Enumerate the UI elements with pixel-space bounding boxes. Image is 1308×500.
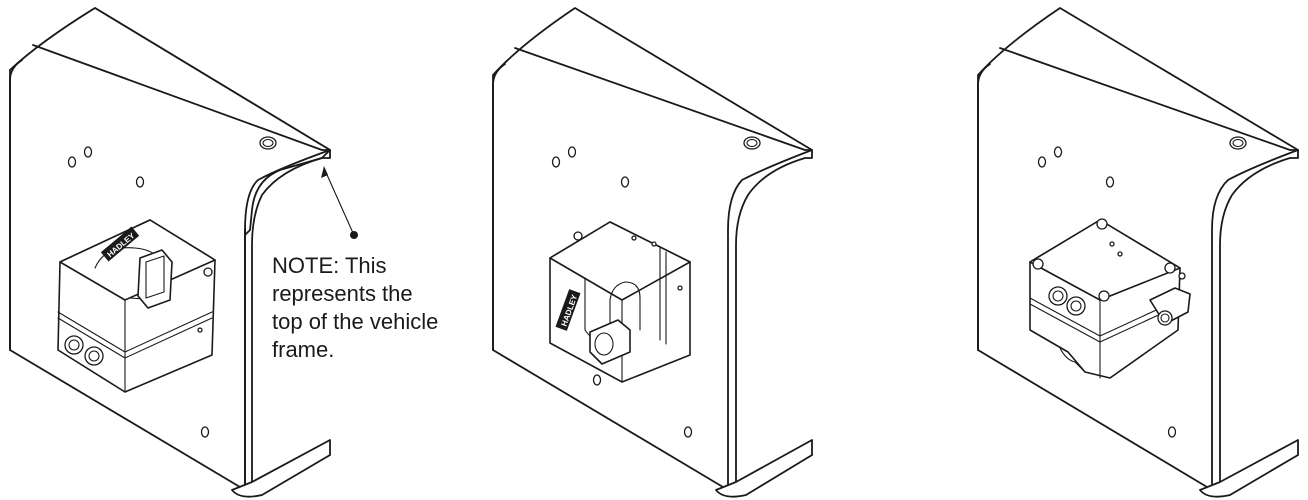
bracket-2-mount-hole — [551, 156, 561, 168]
frame-top-note: NOTE: This represents the top of the veh… — [272, 252, 512, 364]
bracket-1-top-edge — [32, 44, 323, 151]
note-line: frame. — [272, 337, 335, 362]
bracket-3-mount-hole — [1105, 176, 1115, 188]
module-1-port — [84, 346, 104, 366]
module-1: HADLEY — [57, 219, 216, 393]
bracket-1-mount-hole — [83, 146, 93, 158]
bracket-3 — [977, 7, 1299, 498]
module-1-port — [64, 335, 84, 355]
bracket-2-mount-hole — [592, 374, 602, 386]
bracket-2-mount-hole — [683, 426, 693, 438]
bracket-2-bottom-flange — [715, 439, 813, 498]
note-leader-arrow — [321, 166, 358, 239]
module-2: HADLEY — [549, 221, 691, 383]
module-3-port — [1066, 296, 1086, 316]
bracket-2-top-hole — [743, 136, 761, 150]
bracket-3-top-hole — [1229, 136, 1247, 150]
bracket-1-mount-hole — [200, 426, 210, 438]
bracket-2-mount-hole — [567, 146, 577, 158]
bracket-2-side-bend — [735, 157, 813, 493]
bracket-1-top-hole — [259, 136, 277, 150]
bracket-2: HADLEY — [492, 7, 813, 498]
module-3-port — [1048, 286, 1068, 306]
bracket-1-mount-hole — [67, 156, 77, 168]
note-line: NOTE: This — [272, 253, 387, 278]
bracket-3-bottom-flange — [1199, 439, 1299, 498]
bracket-3-mount-hole — [1167, 426, 1177, 438]
bracket-1-mount-hole — [135, 176, 145, 188]
module-3 — [1029, 218, 1191, 379]
bracket-2-top-edge — [514, 47, 806, 151]
bracket-3-side-bend — [1219, 157, 1299, 493]
bracket-1: HADLEY — [9, 7, 358, 498]
bracket-3-top-edge — [999, 47, 1291, 151]
bracket-1-bottom-flange — [231, 439, 331, 498]
module-2-connector — [589, 319, 631, 365]
note-line: represents the — [272, 281, 413, 306]
bracket-2-mount-hole — [620, 176, 630, 188]
note-line: top of the vehicle — [272, 309, 439, 334]
bracket-3-mount-hole — [1053, 146, 1063, 158]
bracket-3-mount-hole — [1037, 156, 1047, 168]
